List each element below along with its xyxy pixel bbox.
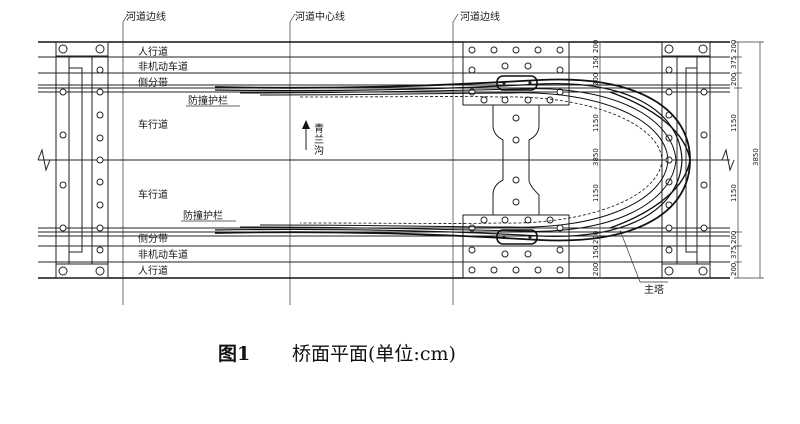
river-name-char-1: 青 xyxy=(314,122,324,135)
tower-shaft xyxy=(492,104,540,216)
deck-lines xyxy=(37,41,735,279)
lane-labels: 人行道 非机动车道 侧分带 防撞护栏 车行道 车行道 防撞护栏 侧分带 非机动车… xyxy=(138,45,240,277)
dim-inner-1: 200 xyxy=(592,40,600,53)
left-river-edge-label: 河道边线 xyxy=(126,10,166,23)
guardrail-curves xyxy=(214,78,691,242)
dim-inner-9: 200 xyxy=(592,263,600,276)
sidewalk-top-label: 人行道 xyxy=(138,45,168,58)
dim-inner-2: 150 xyxy=(592,56,600,69)
dimension-outer: 200 375 200 1150 3850 1150 200 375 200 xyxy=(730,40,764,279)
dim-inner-7: 200 xyxy=(592,231,600,244)
figure-caption: 图1 桥面平面(单位:cm) xyxy=(218,343,456,365)
tower-callout: 主塔 xyxy=(619,229,668,296)
dim-inner-3: 200 xyxy=(592,73,600,86)
sidewalk-bottom-label: 人行道 xyxy=(138,264,168,277)
dim-outer-2: 375 xyxy=(730,56,738,69)
dimension-inner: 200 150 200 1150 3850 1150 200 150 200 xyxy=(592,40,604,279)
dim-inner-5: 3850 xyxy=(592,148,600,166)
nonmotor-lane-top-label: 非机动车道 xyxy=(138,60,188,73)
guardrail-bottom-label: 防撞护栏 xyxy=(183,209,223,222)
river-reference-lines: 河道边线 河道中心线 河道边线 xyxy=(122,10,500,305)
guardrail-top-label: 防撞护栏 xyxy=(188,94,228,107)
dim-inner-4: 1150 xyxy=(592,114,600,132)
dim-outer-8: 375 xyxy=(730,246,738,259)
median-top-label: 侧分带 xyxy=(138,76,168,89)
dim-outer-3: 200 xyxy=(730,73,738,86)
carriageway-bottom-label: 车行道 xyxy=(138,188,168,201)
figure-title: 桥面平面(单位:cm) xyxy=(292,343,456,365)
median-bottom-label: 侧分带 xyxy=(138,232,168,245)
left-abutment xyxy=(55,41,109,279)
river-center-label: 河道中心线 xyxy=(295,10,345,23)
river-name-char-3: 沟 xyxy=(314,144,324,157)
dim-inner-8: 150 xyxy=(592,246,600,259)
dim-outer-4: 1150 xyxy=(730,114,738,132)
dim-outer-6: 1150 xyxy=(730,184,738,202)
dim-outer-9: 200 xyxy=(730,263,738,276)
river-name-char-2: 兰 xyxy=(314,133,324,146)
figure-number: 图1 xyxy=(218,343,250,365)
tower-label: 主塔 xyxy=(644,283,664,296)
main-tower xyxy=(462,41,570,279)
dim-outer-7: 200 xyxy=(730,231,738,244)
dim-outer-5: 3850 xyxy=(752,148,760,166)
right-river-edge-label: 河道边线 xyxy=(460,10,500,23)
carriageway-top-label: 车行道 xyxy=(138,118,168,131)
dim-outer-1: 200 xyxy=(730,40,738,53)
flow-arrow-head xyxy=(302,120,310,129)
nonmotor-lane-bottom-label: 非机动车道 xyxy=(138,248,188,261)
river-name: 青 兰 沟 xyxy=(302,120,324,157)
dim-inner-6: 1150 xyxy=(592,184,600,202)
